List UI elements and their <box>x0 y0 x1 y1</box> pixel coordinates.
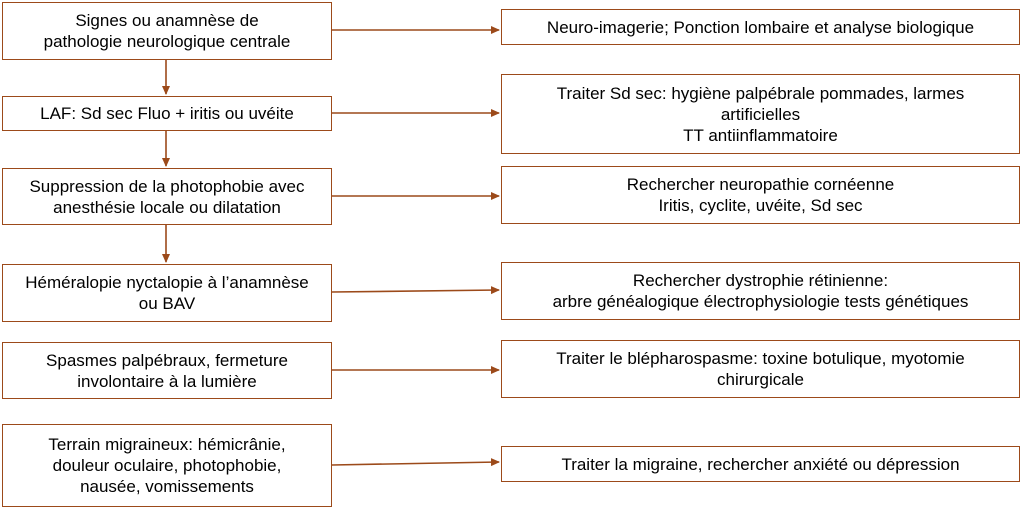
box-line: LAF: Sd sec Fluo + iritis ou uvéite <box>40 104 294 123</box>
box-line: ou BAV <box>138 294 196 313</box>
box-eyelid-spasms: Spasmes palpébraux, fermeture involontai… <box>2 342 332 399</box>
box-corneal-neuropathy: Rechercher neuropathie cornéenne Iritis,… <box>501 166 1020 224</box>
box-line: Rechercher neuropathie cornéenne <box>626 175 895 194</box>
box-line: artificielles <box>720 104 801 124</box>
box-photophobia-suppression: Suppression de la photophobie avec anest… <box>2 168 332 225</box>
box-laf-exam: LAF: Sd sec Fluo + iritis ou uvéite <box>2 96 332 131</box>
box-line: nausée, vomissements <box>80 477 254 496</box>
box-retinal-dystrophy: Rechercher dystrophie rétinienne: arbre … <box>501 262 1020 320</box>
box-line: douleur oculaire, photophobie, <box>52 456 282 475</box>
box-line: TT antiinflammatoire <box>683 125 838 145</box>
box-line: Terrain migraineux: hémicrânie, <box>48 435 286 454</box>
box-line: Iritis, cyclite, uvéite, Sd sec <box>658 196 863 215</box>
box-line: Héméralopie nyctalopie à l’anamnèse <box>25 273 309 292</box>
box-line: Signes ou anamnèse de <box>75 11 259 30</box>
box-line: arbre généalogique électrophysiologie te… <box>552 292 969 311</box>
box-line: involontaire à la lumière <box>77 371 257 391</box>
box-line: Rechercher dystrophie rétinienne: <box>632 271 889 290</box>
right-arrow-4 <box>331 286 500 295</box>
box-line: Traiter le blépharospasme: toxine botuli… <box>556 349 965 368</box>
box-migraine-terrain: Terrain migraineux: hémicrânie, douleur … <box>2 424 332 507</box>
box-neuroimaging: Neuro-imagerie; Ponction lombaire et ana… <box>501 9 1020 45</box>
box-line: chirurgicale <box>717 370 804 389</box>
box-line: anesthésie locale ou dilatation <box>53 197 281 217</box>
box-treat-migraine: Traiter la migraine, rechercher anxiété … <box>501 446 1020 482</box>
box-line: Traiter la migraine, rechercher anxiété … <box>561 454 960 474</box>
box-blepharospasm: Traiter le blépharospasme: toxine botuli… <box>501 340 1020 398</box>
box-line: Traiter Sd sec: hygiène palpébrale pomma… <box>556 83 965 103</box>
box-neuro-signs: Signes ou anamnèse de pathologie neurolo… <box>2 2 332 60</box>
box-line: Spasmes palpébraux, fermeture <box>46 350 288 370</box>
box-treat-dry-eye: Traiter Sd sec: hygiène palpébrale pomma… <box>501 74 1020 154</box>
right-arrow-6 <box>331 458 500 467</box>
box-line: Neuro-imagerie; Ponction lombaire et ana… <box>546 17 975 37</box>
box-hemeralopia: Héméralopie nyctalopie à l’anamnèse ou B… <box>2 264 332 322</box>
box-line: Suppression de la photophobie avec <box>29 176 305 196</box>
box-line: pathologie neurologique centrale <box>43 32 291 51</box>
